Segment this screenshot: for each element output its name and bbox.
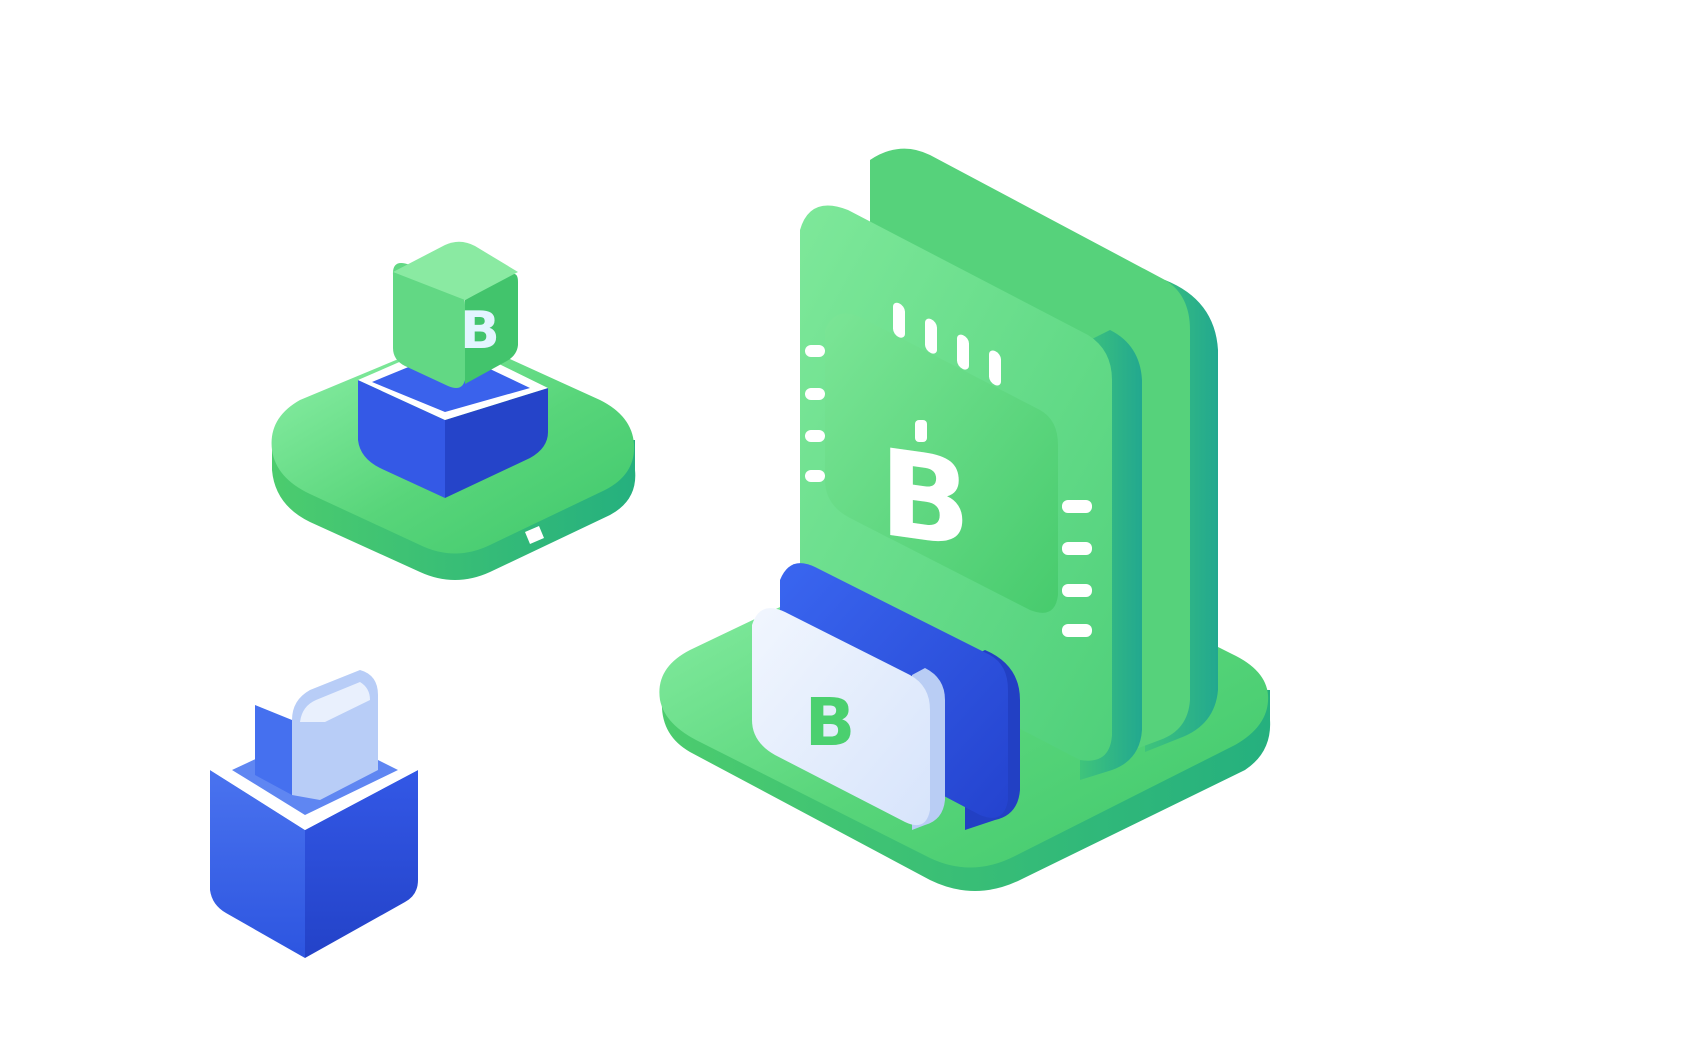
green-cube-side <box>465 273 518 384</box>
crypto-chip-stand-icon: B B <box>659 148 1271 891</box>
chip-symbol-stroke-top <box>915 420 927 442</box>
blue-cube-right <box>305 770 418 958</box>
blue-cube-left <box>210 770 305 958</box>
platform-notch <box>525 526 544 544</box>
card-bitcoin-symbol: B <box>805 684 855 761</box>
chip-pins-top <box>893 302 1001 386</box>
blue-cube-icon <box>210 670 418 958</box>
blue-cube-tab-left <box>255 705 292 795</box>
base-notch-right <box>1105 872 1123 890</box>
small-cube-bitcoin-symbol: B <box>460 301 500 361</box>
pale-card <box>752 608 930 826</box>
chip-body <box>825 313 1058 613</box>
small-block-platform-icon: B <box>271 241 636 580</box>
green-cube-top <box>393 241 518 300</box>
blue-cube-tab-highlight <box>300 682 370 722</box>
green-cube-front <box>392 262 465 388</box>
chip-bitcoin-symbol: B <box>879 423 970 575</box>
blue-block-right <box>445 388 548 498</box>
blue-block-left <box>358 380 445 498</box>
chip-pins-right <box>1062 500 1092 637</box>
chip-pins-left <box>805 345 825 482</box>
base-notch-left <box>754 840 770 860</box>
